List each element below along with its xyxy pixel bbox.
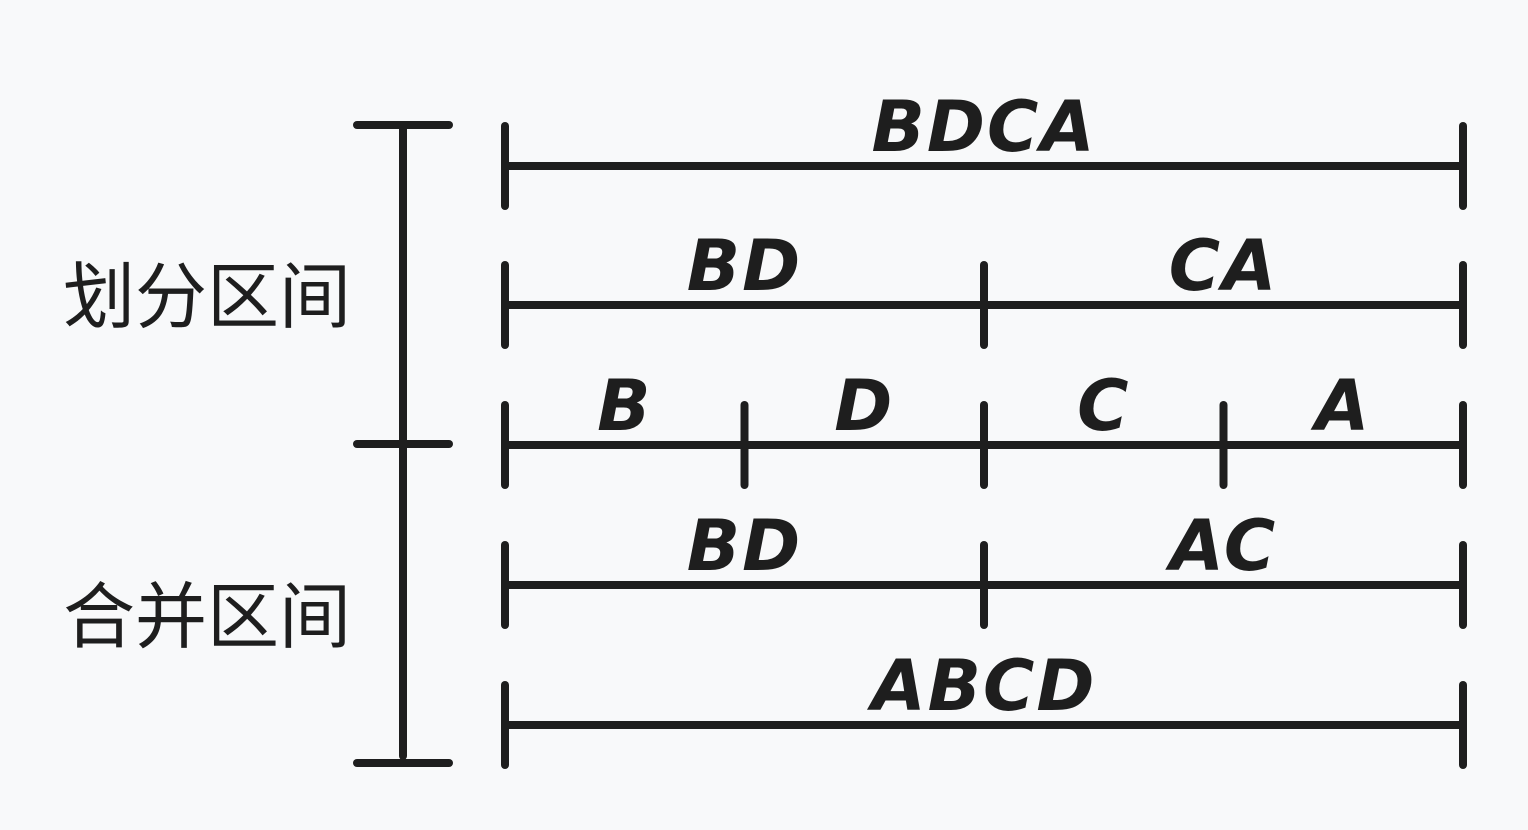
segment-label: C [1077,365,1130,447]
divide-phase-label: 划分区间 [63,255,351,339]
segment-label: A [1310,365,1371,447]
interval-row-5: ABCD [501,645,1467,769]
phase-bracket [353,121,453,767]
segment-label: BDCA [871,86,1096,168]
interval-row-1: BDCA [501,86,1467,210]
segment-label: CA [1169,225,1279,307]
segment-label: AC [1165,505,1277,587]
segment-label: BD [687,505,802,587]
segment-label: B [597,365,652,447]
merge-phase-label: 合并区间 [63,575,351,659]
interval-row-2: BD CA [501,225,1467,349]
segment-label: ABCD [866,645,1096,727]
interval-row-4: BD AC [501,505,1467,629]
segment-label: BD [687,225,802,307]
segment-label: D [834,365,894,447]
